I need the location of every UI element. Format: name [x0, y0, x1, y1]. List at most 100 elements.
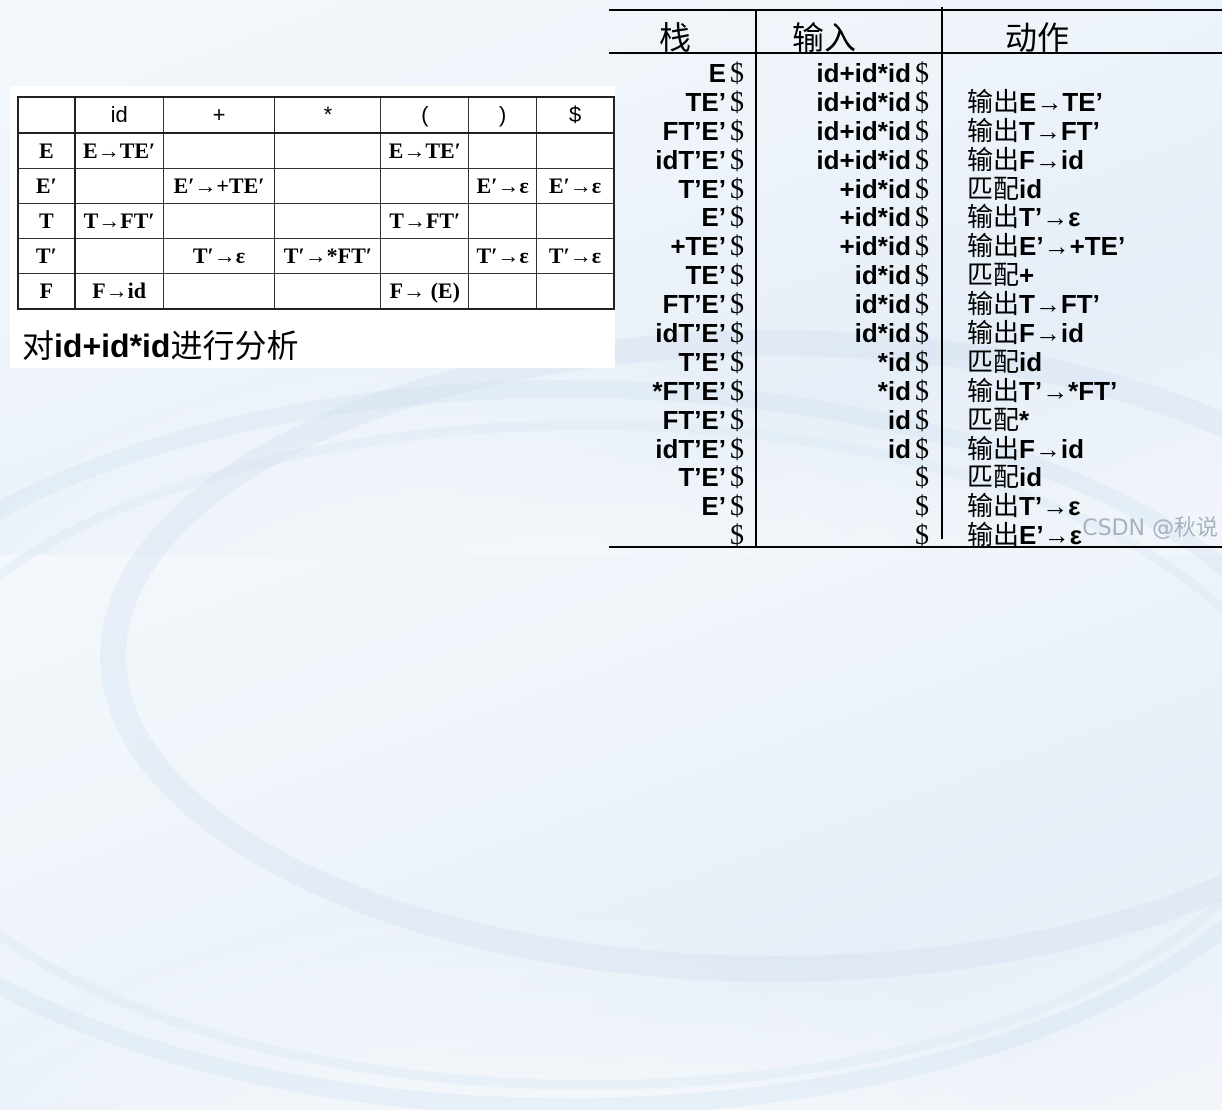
action-cell: 匹配+ — [967, 261, 1222, 291]
stack-symbols: idT’E’ — [655, 318, 726, 349]
input-cell: id+id*id$ — [759, 144, 929, 176]
stack-cell: $ — [609, 521, 744, 550]
table-row: F F→id F→ (E) — [17, 273, 615, 310]
action-detail: T’→ε — [1019, 491, 1081, 522]
table-cell — [74, 168, 164, 204]
remaining-input: id — [887, 404, 911, 435]
table-cell — [380, 238, 470, 274]
input-cell: *id$ — [759, 376, 929, 405]
table-header-cell: ( — [380, 96, 470, 134]
end-marker: $ — [730, 86, 744, 118]
action-detail: E’→+TE’ — [1019, 231, 1126, 262]
table-cell: T→FT′ — [74, 203, 164, 239]
analysis-caption: 对id+id*id进行分析 — [22, 321, 298, 367]
input-cell: id+id*id$ — [759, 59, 929, 88]
stack-cell: T’E’$ — [609, 463, 744, 492]
stack-symbols: idT’E’ — [655, 433, 726, 464]
table-cell — [162, 203, 276, 239]
column-divider — [941, 7, 943, 539]
table-cell — [536, 273, 615, 310]
end-marker: $ — [730, 462, 744, 494]
action-cell: 匹配id — [967, 347, 1222, 377]
input-cell: $ — [759, 462, 929, 494]
end-marker: $ — [915, 86, 929, 118]
table-cell — [468, 273, 538, 310]
input-cell: +id*id$ — [759, 203, 929, 232]
table-cell: T→FT′ — [380, 203, 470, 239]
action-cell: 输出E’→+TE’ — [967, 231, 1222, 262]
end-marker: $ — [730, 144, 744, 176]
end-marker: $ — [915, 231, 929, 263]
remaining-input: id — [887, 433, 911, 464]
stack-cell: FT’E’$ — [609, 116, 744, 145]
input-cell: id+id*id$ — [759, 86, 929, 118]
action-detail: T→FT’ — [1019, 289, 1100, 320]
table-row: T T→FT′ T→FT′ — [17, 203, 615, 239]
stack-cell: E$ — [609, 59, 744, 88]
action-detail: T’→ε — [1019, 202, 1081, 233]
action-cell: 输出T→FT’ — [967, 115, 1222, 146]
parsing-table-panel: id + * ( ) $ E E→TE′ E→TE′ E′ E′→+TE′ E′… — [10, 86, 615, 368]
input-cell: id*id$ — [759, 319, 929, 348]
action-cell: 输出T’→ε — [967, 491, 1222, 522]
remaining-input: id+id*id — [816, 115, 911, 146]
action-verb: 匹配 — [967, 174, 1020, 205]
input-cell: +id*id$ — [759, 174, 929, 203]
action-verb: 输出 — [967, 145, 1020, 176]
action-verb: 匹配 — [967, 405, 1020, 436]
action-cell: 输出T’→*FT’ — [967, 375, 1222, 407]
end-marker: $ — [915, 144, 929, 176]
table-cell: F→id — [74, 273, 164, 310]
table-bottom-rule — [609, 546, 1222, 548]
end-marker: $ — [915, 289, 929, 321]
action-detail: T’→*FT’ — [1019, 375, 1118, 406]
end-marker: $ — [730, 346, 744, 378]
table-cell — [468, 132, 538, 169]
ll1-parsing-table: id + * ( ) $ E E→TE′ E→TE′ E′ E′→+TE′ E′… — [17, 96, 615, 310]
table-header-cell: id — [74, 96, 164, 134]
action-detail: E→TE’ — [1019, 86, 1103, 117]
stack-symbols: FT’E’ — [662, 404, 726, 435]
end-marker: $ — [915, 318, 929, 350]
remaining-input: +id*id — [839, 202, 911, 233]
end-marker: $ — [730, 202, 744, 234]
stack-symbols: TE’ — [685, 260, 726, 291]
input-cell: *id$ — [759, 347, 929, 376]
action-verb: 输出 — [967, 376, 1020, 407]
table-cell — [274, 273, 382, 310]
table-header-row: id + * ( ) $ — [17, 96, 615, 134]
table-cell — [274, 132, 382, 169]
stack-symbols: *FT’E’ — [652, 375, 726, 406]
action-cell: 匹配id — [967, 174, 1222, 205]
end-marker: $ — [730, 491, 744, 523]
table-cell: E′→ε — [468, 168, 538, 204]
table-cell — [536, 132, 615, 169]
action-detail: T→FT’ — [1019, 115, 1100, 146]
action-cell: 输出F→id — [967, 319, 1222, 349]
nonterminal-cell: T′ — [17, 238, 76, 274]
table-row: E E→TE′ E→TE′ — [17, 132, 615, 169]
table-row: E′ E′→+TE′ E′→ε E′→ε — [17, 168, 615, 204]
end-marker: $ — [915, 404, 929, 436]
table-cell: F→ (E) — [380, 273, 470, 310]
action-cell: 输出F→id — [967, 433, 1222, 464]
table-cell: E→TE′ — [380, 132, 470, 169]
stack-cell: +TE’$ — [609, 232, 744, 261]
table-cell — [536, 203, 615, 239]
remaining-input: id*id — [854, 289, 911, 320]
action-verb: 输出 — [967, 290, 1020, 321]
end-marker: $ — [915, 462, 929, 494]
remaining-input: id+id*id — [816, 58, 911, 88]
table-header-cell — [17, 96, 76, 134]
input-cell: id$ — [759, 433, 929, 464]
caption-suffix: 进行分析 — [170, 327, 299, 365]
action-cell: 匹配id — [967, 463, 1222, 493]
header-stack: 栈 — [659, 19, 692, 57]
watermark: CSDN @秋说 — [1082, 516, 1218, 541]
end-marker: $ — [730, 58, 744, 89]
input-cell: id*id$ — [759, 261, 929, 290]
action-detail: F→id — [1019, 433, 1085, 464]
stack-cell: TE’$ — [609, 86, 744, 118]
action-detail: F→id — [1019, 144, 1085, 175]
stack-symbols: TE’ — [685, 86, 726, 117]
